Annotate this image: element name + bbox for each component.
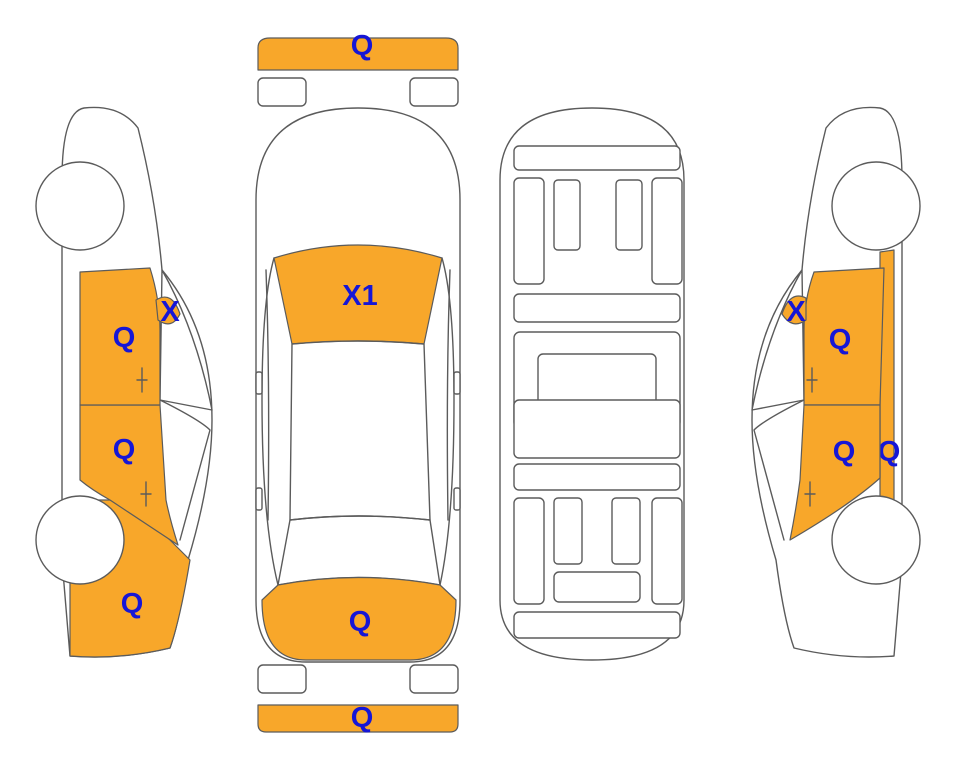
right-front-wheel (831, 161, 921, 251)
floor-view (499, 107, 685, 661)
floor-rect-13 (611, 497, 641, 565)
left-rear-wheel (35, 161, 125, 251)
right-side-view: Q Q Q X (751, 106, 921, 658)
right-rear-door-label: Q (829, 324, 852, 356)
right-rear-handle (806, 367, 818, 393)
floor-rect-12 (553, 497, 583, 565)
front-left-headlight (257, 77, 307, 107)
left-side-view: Q Q Q X (35, 106, 213, 658)
top-view: X1 Q (255, 107, 461, 663)
left-window-lower (159, 399, 211, 541)
floor-rect-6 (513, 293, 681, 323)
front-bumper-panel[interactable] (257, 37, 459, 71)
right-pillar-label: Q (878, 436, 901, 468)
windshield-label: X1 (342, 280, 377, 312)
floor-rect-4 (615, 179, 643, 251)
left-mirror-label: X (160, 296, 180, 328)
left-front-door-label: Q (113, 434, 136, 466)
left-rear-door-label: Q (113, 322, 136, 354)
hood-panel[interactable] (261, 576, 457, 661)
left-window-line (159, 269, 213, 411)
right-inner-line (446, 269, 451, 521)
floor-rect-15 (553, 571, 641, 603)
left-rear-handle (136, 367, 148, 393)
left-mirror-panel[interactable] (155, 296, 181, 325)
rear-bumper-group: Q (257, 664, 459, 734)
floor-rect-2 (513, 177, 545, 285)
floor-rect-10 (513, 463, 681, 491)
front-bumper-group: Q (257, 30, 459, 107)
right-window-line (751, 269, 805, 411)
right-handle-top (453, 487, 461, 511)
hood-label: Q (349, 606, 372, 638)
left-front-wheel (35, 495, 125, 585)
floor-rect-5 (651, 177, 683, 285)
left-inner-line (265, 269, 270, 521)
right-mirror-panel[interactable] (781, 295, 807, 325)
rear-left-taillight (257, 664, 307, 694)
floor-rect-11 (513, 497, 545, 605)
left-mirror-top (255, 371, 263, 395)
right-mirror-label: X (786, 296, 806, 328)
floor-rect-16 (513, 611, 681, 639)
right-mirror-top (453, 371, 461, 395)
left-front-handle (140, 481, 152, 507)
left-front-fender-label: Q (121, 588, 144, 620)
right-front-door-panel[interactable] (789, 404, 881, 541)
floor-rect-14 (651, 497, 683, 605)
right-window-lower (753, 399, 805, 541)
left-handle-top (255, 487, 263, 511)
floor-rect-9 (513, 399, 681, 459)
top-view-body (255, 107, 461, 663)
front-bumper-label: Q (351, 30, 374, 62)
right-front-handle (804, 481, 816, 507)
right-rear-wheel (831, 495, 921, 585)
floor-rect-1 (513, 145, 681, 171)
rear-right-taillight (409, 664, 459, 694)
rear-bumper-label: Q (351, 702, 374, 734)
front-right-headlight (409, 77, 459, 107)
right-front-door-label: Q (833, 436, 856, 468)
rear-bumper-panel[interactable] (257, 704, 459, 733)
left-front-door-panel[interactable] (79, 404, 179, 546)
floor-rect-3 (553, 179, 581, 251)
